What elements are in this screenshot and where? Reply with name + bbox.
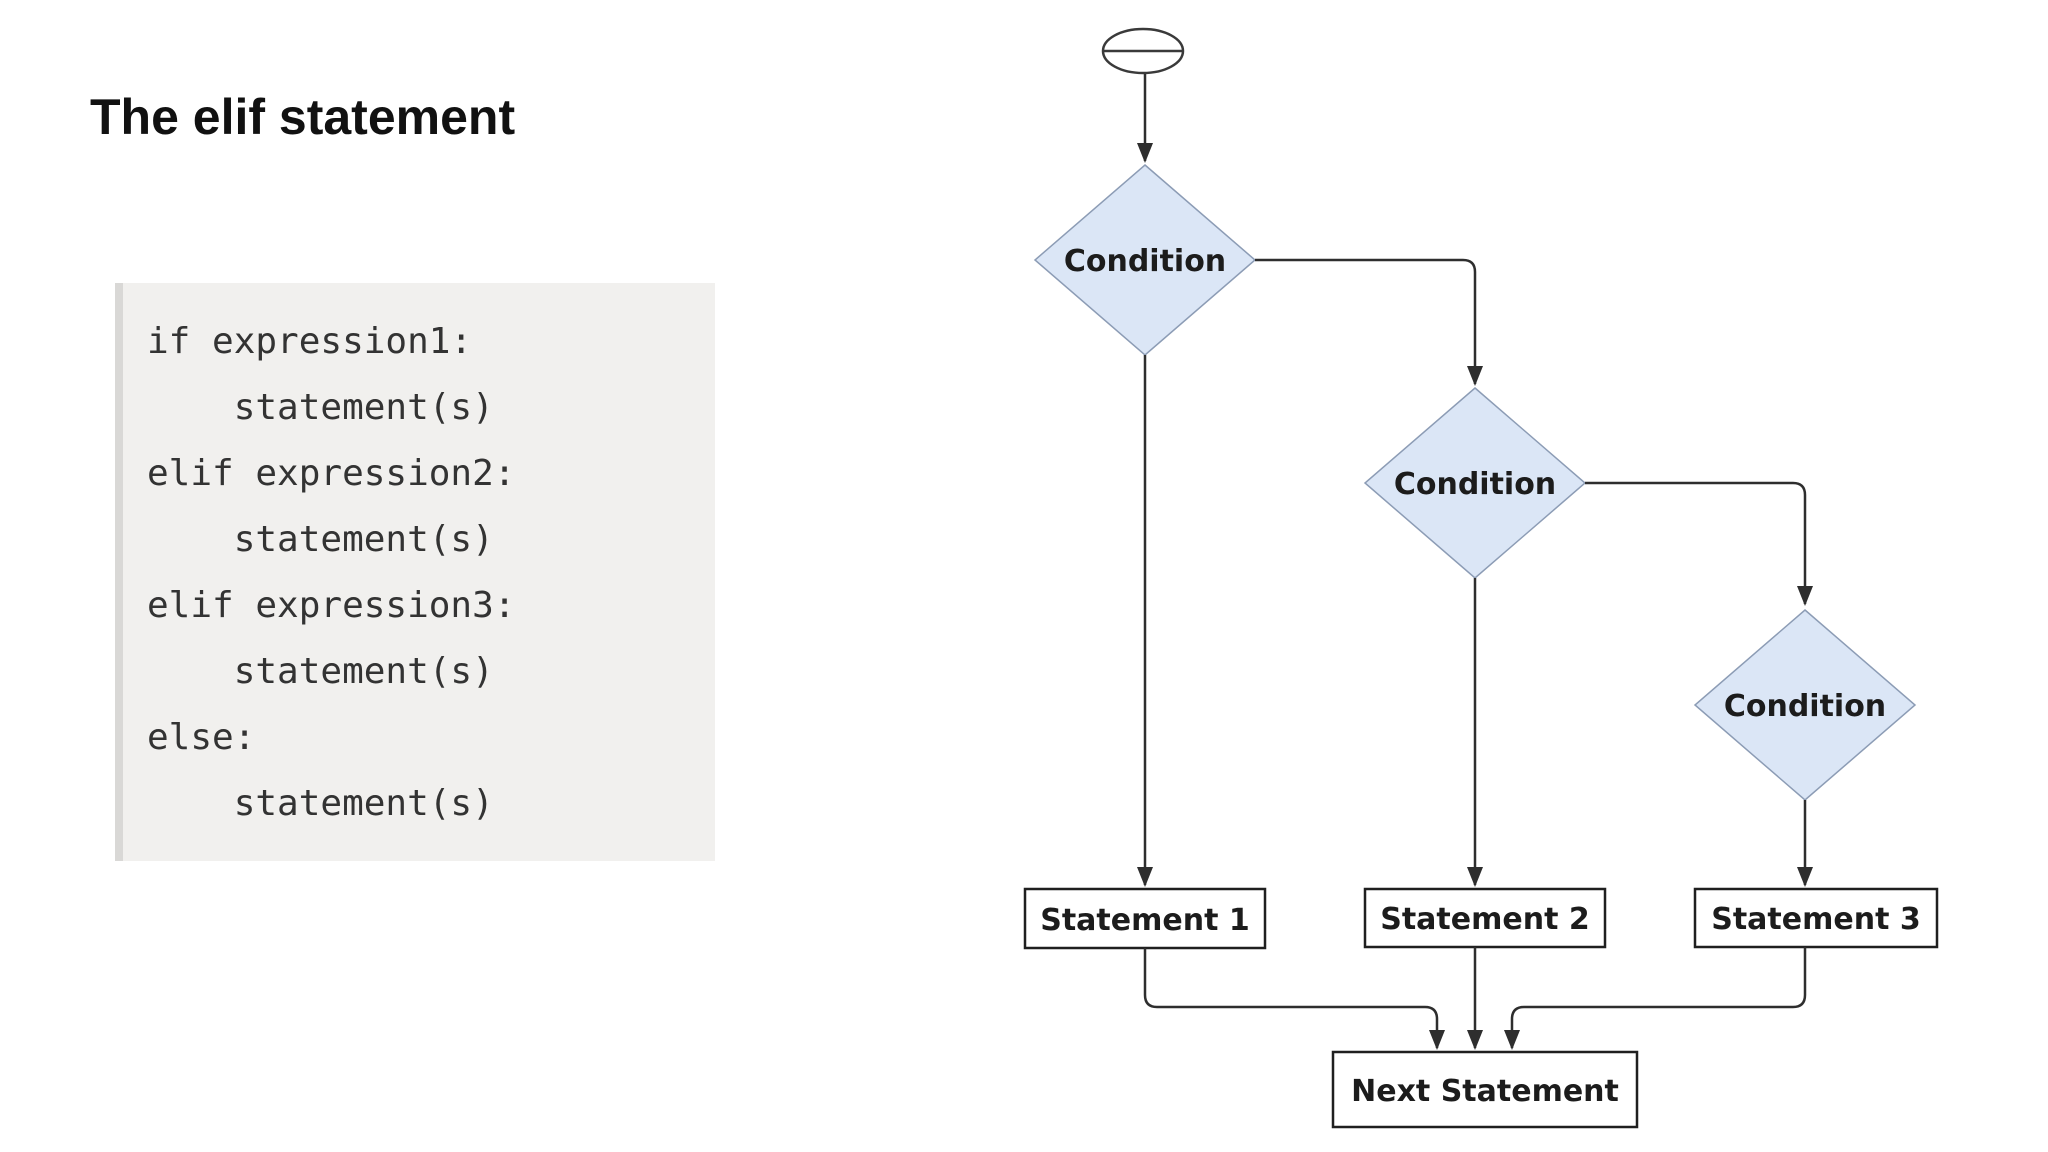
next-statement-box [1331, 1050, 1639, 1129]
code-line: statement(s) [147, 387, 494, 428]
statement2-label: Statement 2 [1380, 902, 1590, 937]
statement3-box [1693, 887, 1939, 949]
statement1-label: Statement 1 [1040, 903, 1250, 938]
edge-statement3-to-next [1504, 947, 1807, 1050]
code-line: statement(s) [147, 783, 494, 824]
next-statement-label: Next Statement [1351, 1074, 1619, 1109]
code-line: statement(s) [147, 519, 494, 560]
code-line: elif expression2: [147, 453, 516, 494]
code-line: else: [147, 717, 256, 758]
statement3-label: Statement 3 [1711, 902, 1921, 937]
code-line: statement(s) [147, 651, 494, 692]
edge-statement1-to-next [1143, 948, 1445, 1050]
code-line: if expression1: [147, 321, 473, 362]
code-line: elif expression3: [147, 585, 516, 626]
page-title: The elif statement [90, 89, 516, 145]
condition2-label: Condition [1394, 467, 1556, 502]
code-snippet-block: if expression1: statement(s) elif expres… [115, 283, 715, 861]
edge-condition1-to-condition2 [1255, 258, 1483, 386]
condition1-label: Condition [1064, 244, 1226, 279]
edge-condition2-to-condition3 [1585, 481, 1813, 606]
statement2-box [1363, 887, 1607, 949]
condition3-label: Condition [1724, 689, 1886, 724]
